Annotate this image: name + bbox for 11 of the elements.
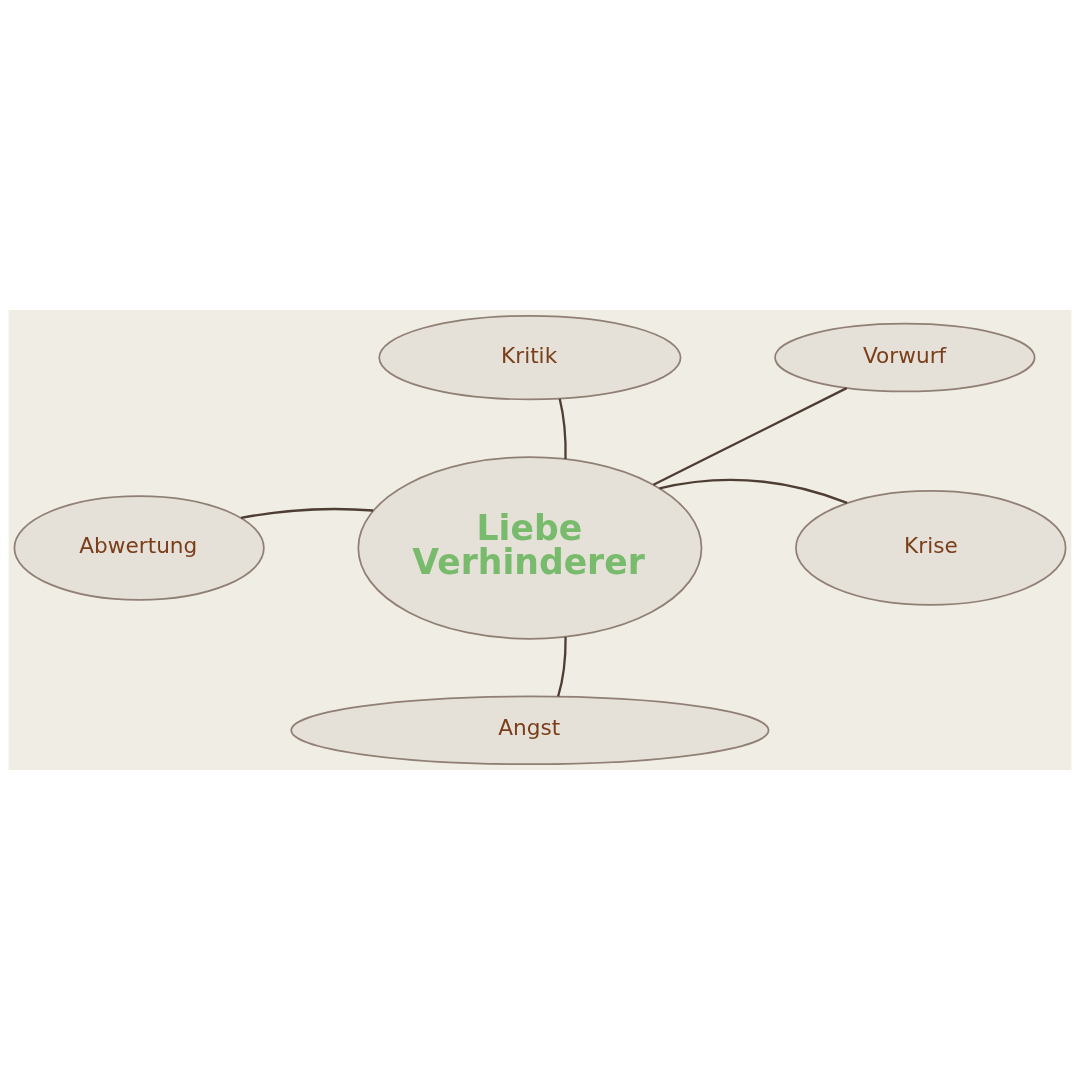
node-ellipse: Liebe Verhinderer	[357, 456, 703, 640]
connector	[558, 398, 567, 459]
node-ellipse: Vorwurf	[774, 322, 1036, 393]
node-ellipse: Abwertung	[13, 495, 265, 601]
connector	[240, 507, 374, 520]
connector	[659, 478, 848, 504]
connector	[557, 637, 567, 697]
node-ellipse: Krise	[795, 490, 1067, 606]
node-ellipse: Kritik	[378, 314, 682, 401]
connector	[652, 387, 848, 486]
node-ellipse: Angst	[290, 695, 770, 766]
